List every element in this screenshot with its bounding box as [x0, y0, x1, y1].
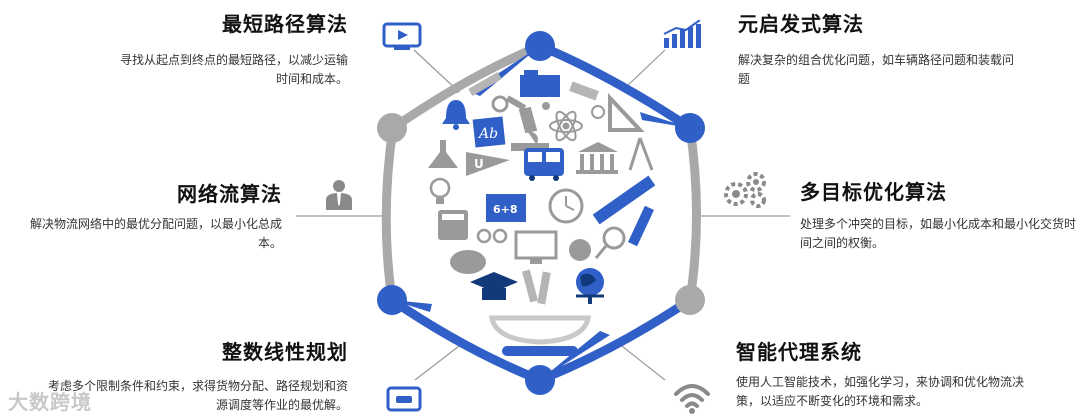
integer-programming-title: 整数线性规划	[222, 340, 348, 364]
multi-objective-title: 多目标优化算法	[800, 180, 947, 204]
network-flow-title: 网络流算法	[177, 182, 282, 206]
item-integer-programming: 整数线性规划 考虑多个限制条件和约束，求得货物分配、路径规划和资源调度等作业的最…	[18, 336, 348, 415]
item-network-flow: 网络流算法 解决物流网络中的最优分配问题，以最小化总成本。	[0, 178, 282, 253]
glasses-icon	[476, 228, 508, 244]
flask-icon	[428, 140, 458, 168]
globe-icon	[576, 268, 604, 304]
item-shortest-path: 最短路径算法 寻找从起点到终点的最短路径，以减少运输时间和成本。	[58, 8, 348, 89]
metaheuristic-title: 元启发式算法	[738, 12, 864, 36]
compass-icon	[628, 137, 654, 171]
monitor-icon	[514, 230, 558, 264]
museum-icon	[576, 142, 618, 174]
apple-icon	[569, 239, 591, 261]
watermark: 大数跨境	[8, 390, 92, 414]
palette-icon	[450, 250, 486, 274]
microscope-icon	[511, 106, 549, 151]
connector-bot-right	[617, 342, 666, 381]
wifi-icon	[674, 384, 710, 414]
integer-programming-desc: 考虑多个限制条件和约束，求得货物分配、路径规划和资源调度等作业的最优解。	[47, 379, 348, 412]
node-lower-right	[675, 285, 705, 315]
book-icon	[520, 75, 560, 97]
pen-icon	[628, 205, 654, 247]
atom-icon	[549, 110, 583, 142]
shortest-path-title: 最短路径算法	[222, 12, 348, 36]
clock-icon	[548, 188, 584, 224]
connector-top-left	[413, 49, 458, 91]
hexagon-nodes	[377, 31, 705, 395]
video-monitor-icon	[382, 22, 422, 50]
idea-bulb-icon	[429, 177, 451, 199]
magnifier-icon	[594, 226, 626, 259]
connector-top-right	[624, 49, 666, 89]
ruler-icon	[592, 175, 656, 225]
intelligent-agent-title: 智能代理系统	[736, 340, 862, 364]
shortest-path-desc: 寻找从起点到终点的最短路径，以减少运输时间和成本。	[119, 53, 348, 86]
svg-text:U: U	[474, 157, 484, 171]
node-upper-right	[675, 113, 705, 143]
chalkboard-icon: 6+8	[486, 194, 526, 222]
gears-icon	[724, 172, 766, 208]
person-icon	[326, 180, 352, 210]
school-bus-icon	[524, 148, 564, 181]
node-bottom	[525, 365, 555, 395]
network-flow-desc: 解决物流网络中的最优分配问题，以最小化总成本。	[29, 217, 282, 250]
bulb-base	[489, 315, 591, 345]
item-metaheuristic: 元启发式算法 解决复杂的组合优化问题，如车辆路径问题和装载问题	[738, 8, 1018, 89]
calculator-icon	[438, 210, 468, 240]
lightbulb-icon-cluster: Ab U	[428, 70, 656, 356]
connector-bot-left	[414, 342, 464, 381]
multi-objective-desc: 处理多个冲突的目标，如最小化成本和最小化交货时间之间的权衡。	[800, 217, 1077, 250]
item-intelligent-agent: 智能代理系统 使用人工智能技术，如强化学习，来协调和优化物流决策，以适应不断变化…	[736, 336, 1026, 411]
metaheuristic-desc: 解决复杂的组合优化问题，如车辆路径问题和装载问题	[738, 53, 1015, 86]
laptop-icon	[386, 386, 422, 412]
graduation-cap-icon	[470, 272, 518, 300]
pennant-icon	[466, 152, 510, 176]
ab-book-icon	[472, 116, 506, 148]
bar-chart-icon	[663, 20, 701, 48]
intelligent-agent-desc: 使用人工智能技术，如强化学习，来协调和优化物流决策，以适应不断变化的环境和需求。	[736, 375, 1025, 408]
node-top	[525, 31, 555, 61]
item-multi-objective: 多目标优化算法 处理多个冲突的目标，如最小化成本和最小化交货时间之间的权衡。	[800, 176, 1080, 253]
bell-icon	[442, 100, 470, 124]
set-square-icon	[608, 92, 645, 132]
ab-book-label: Ab	[477, 126, 498, 142]
chalkboard-formula: 6+8	[493, 203, 518, 216]
node-lower-left	[377, 285, 407, 315]
node-upper-left	[377, 113, 407, 143]
